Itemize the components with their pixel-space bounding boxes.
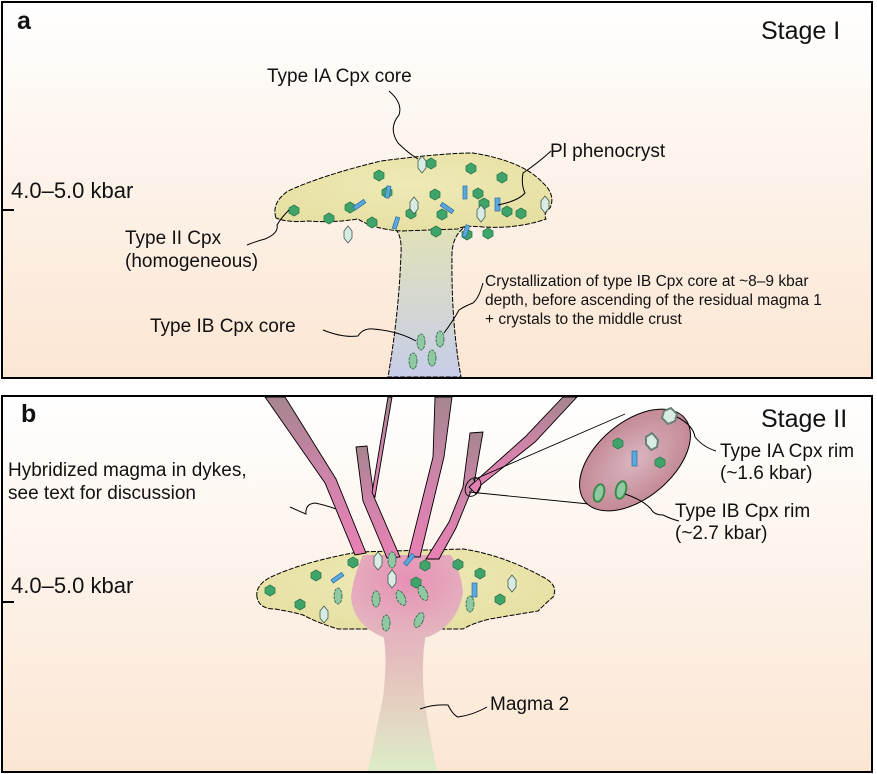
type-ib-cpx-core-crystals [408, 330, 445, 370]
panel-letter-a: a [17, 7, 31, 35]
stage-1-diagram [3, 90, 553, 377]
magma-2-conduit [368, 633, 437, 771]
type-ii-cpx-crystals [288, 157, 527, 241]
type-ia-cpx-crystals [343, 155, 550, 244]
panel-letter-b: b [21, 400, 37, 428]
magma-chamber [274, 152, 553, 232]
pressure-label: 4.0–5.0 kbar [11, 178, 134, 203]
leader-lines [246, 90, 552, 342]
leader-lines [289, 416, 717, 718]
type-ia-cpx-crystals [319, 551, 517, 624]
label-pl-phenocryst: Pl phenocryst [550, 141, 666, 162]
label-type-ib-cpx-rim: Type IB Cpx rim [675, 501, 811, 522]
label-hybridized-magma: Hybridized magma in dykes, [8, 460, 247, 481]
label-hybridized-magma-note: see text for discussion [8, 483, 196, 504]
stage-2-diagram [3, 397, 717, 771]
type-ib-cpx-crystals [333, 551, 475, 632]
inset-magnified-view [579, 406, 691, 512]
pressure-label: 4.0–5.0 kbar [11, 573, 134, 598]
panel-b-stage-2: b Stage II 4.0–5.0 kbar Hybridized magma… [1, 395, 873, 773]
label-magma-2: Magma 2 [490, 694, 570, 715]
stage-title: Stage I [761, 17, 841, 45]
stage-title: Stage II [761, 405, 848, 433]
label-type-ia-cpx-rim-pressure: (~1.6 kbar) [720, 463, 813, 484]
label-crystallization-line2: depth, before ascending of the residual … [485, 292, 822, 309]
hybrid-magma-body [351, 555, 463, 637]
label-type-ia-cpx-rim: Type IA Cpx rim [720, 441, 855, 462]
plagioclase-crystals [352, 185, 501, 238]
label-type-ii-cpx: Type II Cpx [125, 228, 222, 249]
inset-connector-lines [464, 413, 626, 505]
label-type-ib-cpx-rim-pressure: (~2.7 kbar) [675, 523, 768, 544]
label-type-ia-cpx-core: Type IA Cpx core [267, 66, 412, 87]
label-type-ib-cpx-core: Type IB Cpx core [150, 316, 296, 337]
magma-conduit [387, 226, 467, 377]
type-ii-cpx-crystals [264, 556, 506, 611]
plagioclase-crystals [330, 552, 478, 598]
label-crystallization-line1: Crystallization of type IB Cpx core at ~… [485, 273, 809, 290]
dykes [264, 397, 578, 560]
label-crystallization-line3: + crystals to the middle crust [485, 311, 682, 328]
panel-a-stage-1: a Stage I 4.0–5.0 kbar Type IA Cpx core … [1, 1, 873, 379]
label-type-ii-cpx-homogeneous: (homogeneous) [125, 251, 259, 272]
